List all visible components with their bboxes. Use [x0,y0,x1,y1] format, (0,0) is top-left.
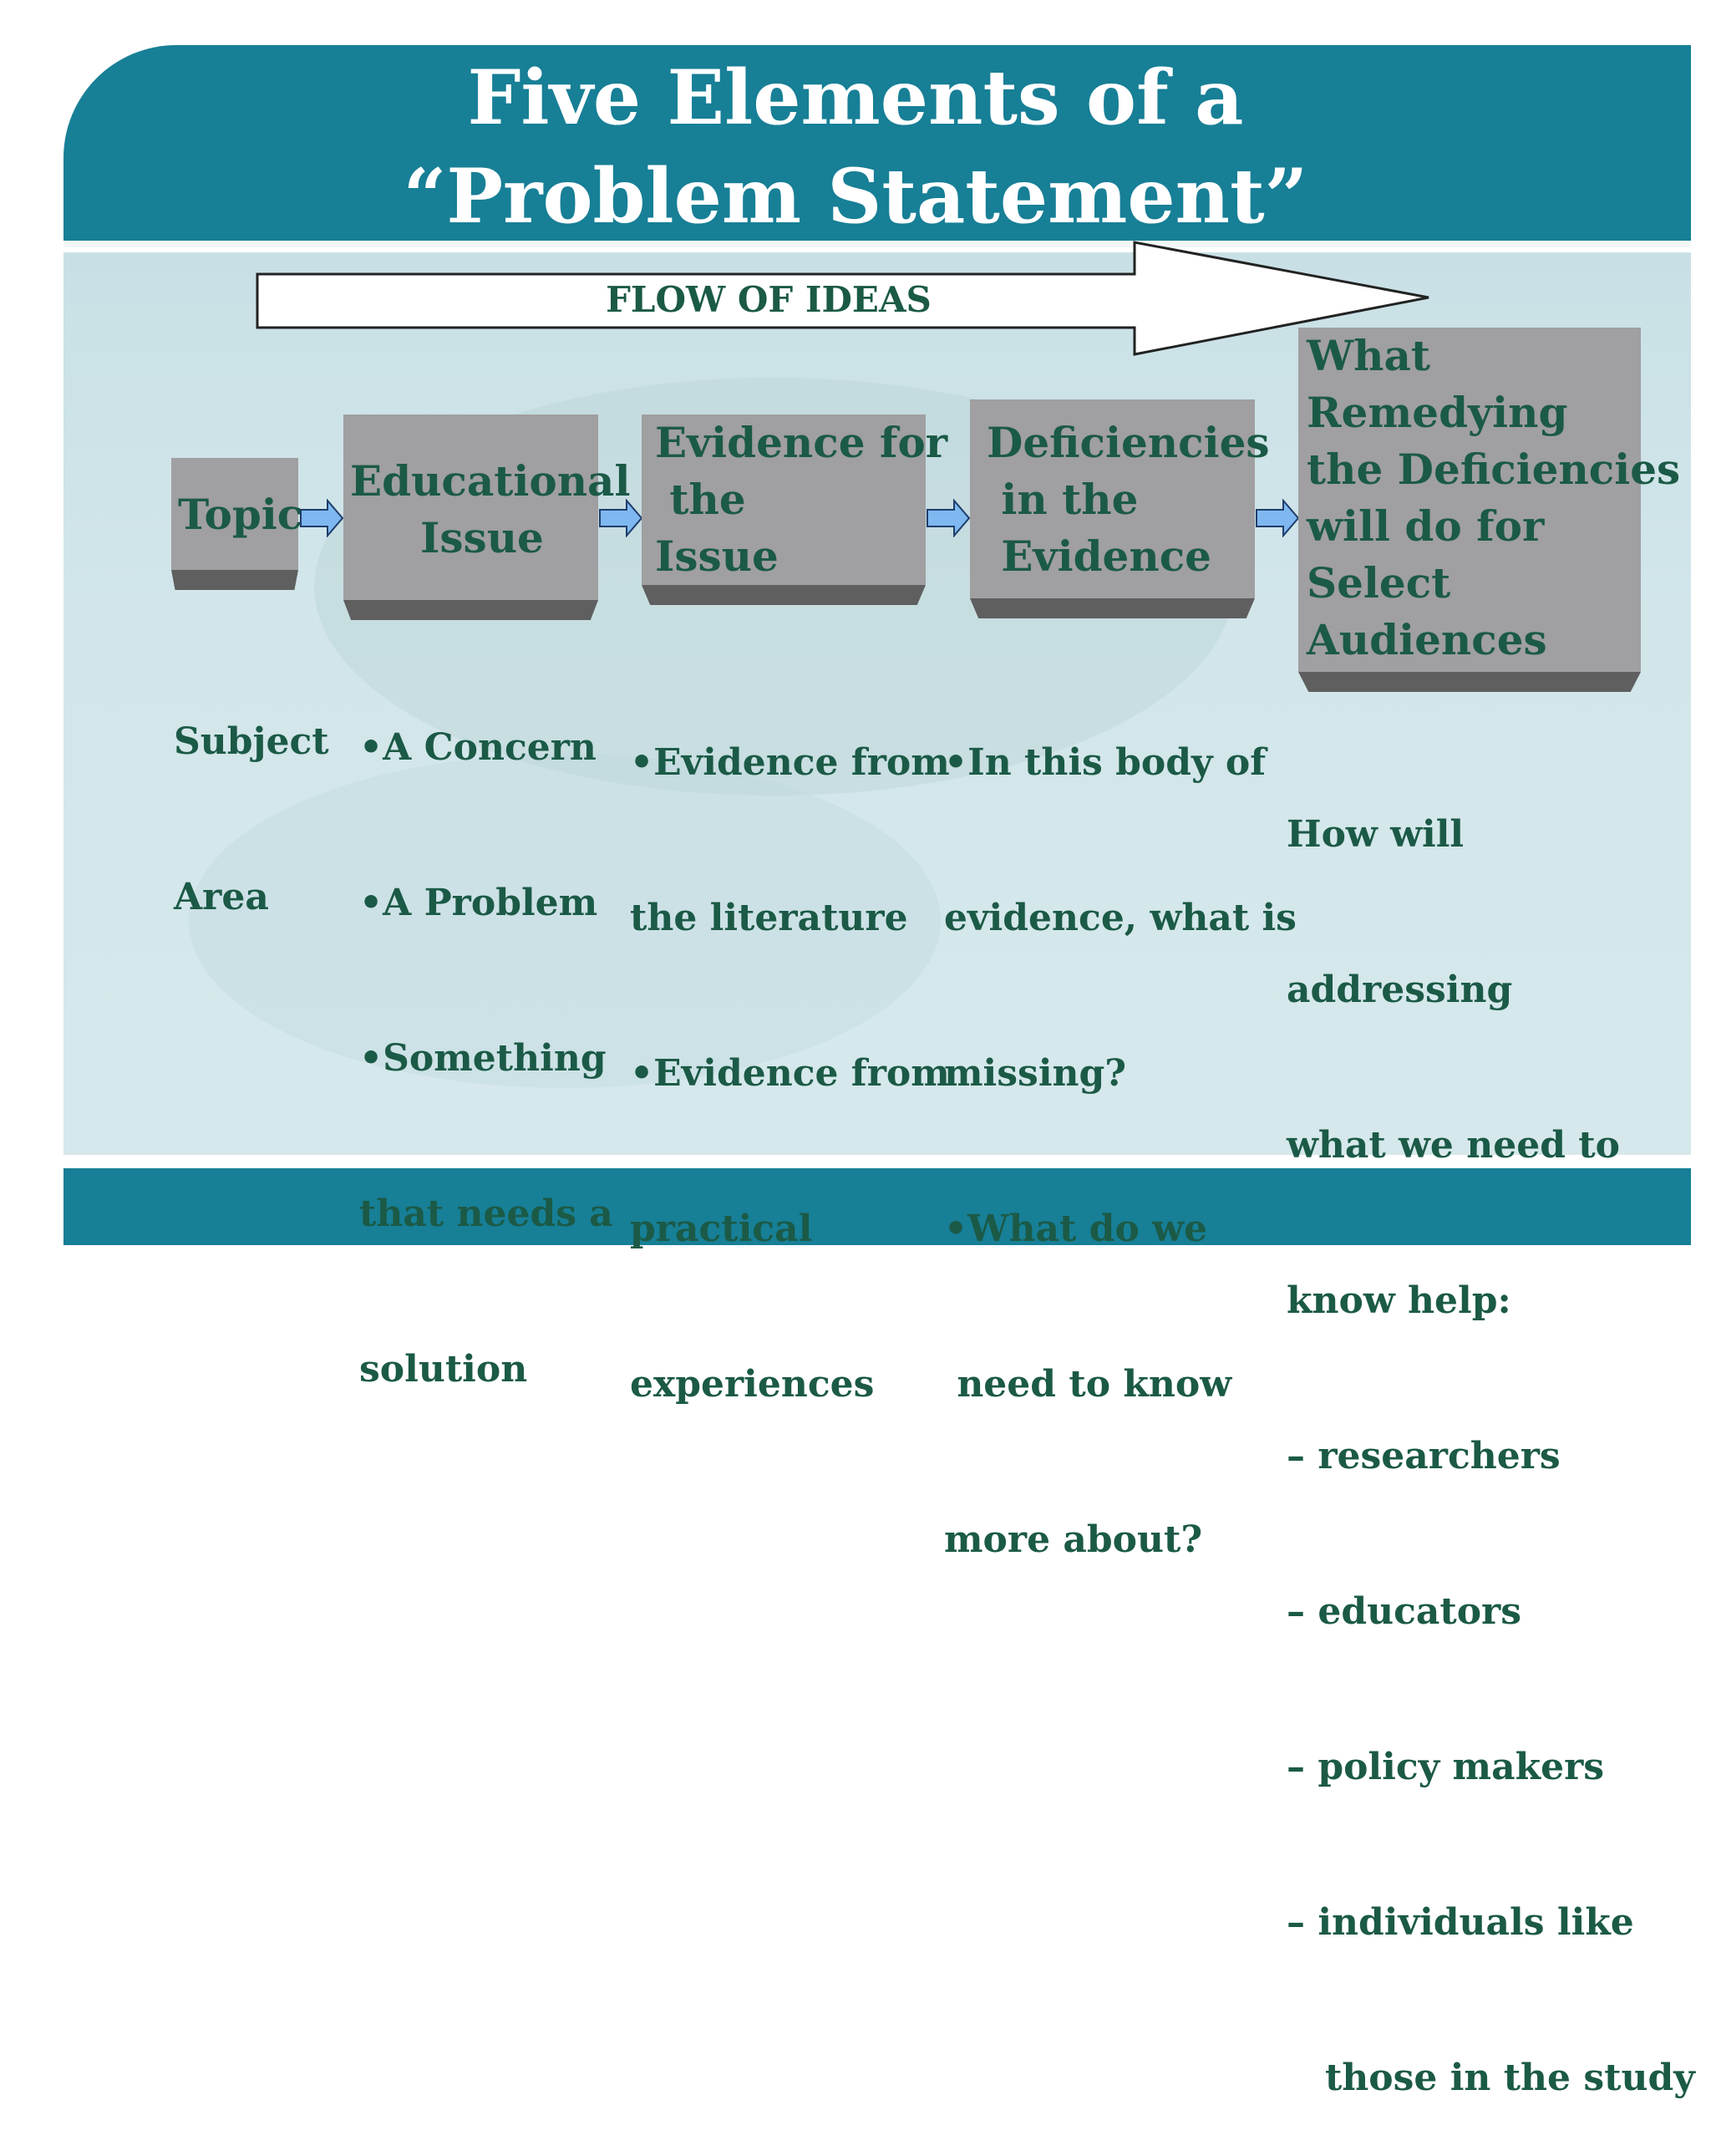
description-line: •A Problem [359,882,598,924]
description-line: need to know [944,1363,1232,1406]
element-box-evidence: Evidence for the Issue [642,414,947,605]
element-description-remedying: How will addressing what we need to know… [1287,705,1695,2156]
box-label: Evidence [987,531,1211,581]
description-line: evidence, what is [944,897,1297,939]
element-box-topic: Topic [171,458,302,590]
description-line: How will [1287,813,1465,856]
box-label: will do for [1307,501,1545,551]
description-line: •What do we [944,1208,1207,1250]
footer-banner [63,1168,1691,1245]
connector-arrow-1 [300,499,344,537]
box-label: in the [987,475,1139,524]
box-label: Issue [655,531,779,581]
footer-divider [63,1155,1691,1167]
box-label: the [655,475,746,524]
box-label: Remedying [1307,388,1568,437]
title-banner [63,45,1691,241]
description-line: •Evidence from [630,741,950,784]
description-line: •A Concern [359,726,597,769]
element-description-deficiencies: •In this body of evidence, what is missi… [944,633,1297,1618]
box-label: What [1307,331,1430,380]
description-line: – researchers [1287,1435,1561,1477]
description-line: Area [174,876,269,918]
element-box-deficiencies: Deficiencies in the Evidence [970,399,1270,618]
description-line: – policy makers [1287,1746,1605,1788]
description-line: Subject [174,720,329,763]
element-box-educational-issue: Educational Issue [343,414,630,620]
description-line: more about? [944,1518,1203,1561]
title-line-1: Five Elements of a [467,53,1244,142]
box-label: Audiences [1307,615,1547,664]
box-label: the Deficiencies [1307,445,1681,494]
box-label: Topic [178,490,303,539]
connector-arrow-2 [599,499,643,537]
slide-title: Five Elements of a “Problem Statement” [0,48,1711,246]
box-label: Evidence for [655,418,948,467]
description-line: practical [630,1208,813,1250]
background-shading [189,754,941,1088]
title-line-2: “Problem Statement” [403,152,1308,241]
box-label: Issue [420,513,544,562]
box-bevel [171,570,298,590]
description-line: experiences [630,1363,875,1406]
box-bevel [642,585,926,605]
flow-of-ideas-label: FLOW OF IDEAS [606,279,932,320]
box-label: Select [1307,558,1451,608]
description-line: •Something [359,1037,607,1080]
description-line: what we need to [1287,1124,1620,1167]
connector-arrow-4 [1256,499,1300,537]
box-label: Deficiencies [987,418,1270,467]
flow-arrow [256,241,1429,356]
description-line: that needs a [359,1192,613,1235]
connector-arrow-3 [927,499,971,537]
description-line: the literature [630,897,908,939]
description-line: – educators [1287,1590,1521,1633]
description-line: addressing [1287,969,1513,1011]
box-bevel [343,600,598,620]
description-line: know help: [1287,1279,1511,1322]
element-description-topic: Subject Area [174,613,329,975]
description-line: those in the study [1287,2057,1695,2099]
description-line: •Evidence from [630,1052,950,1095]
box-bevel [1298,672,1641,692]
element-description-evidence: •Evidence from the literature •Evidence … [630,633,950,1462]
header-divider [63,241,1691,247]
description-line: – individuals like [1287,1901,1634,1944]
element-description-educational-issue: •A Concern •A Problem •Something that ne… [359,618,613,1447]
box-label: Educational [350,456,631,506]
description-line: •In this body of [944,741,1267,784]
description-line: solution [359,1348,528,1391]
box-bevel [970,598,1255,618]
description-line: missing? [944,1052,1127,1095]
element-box-remedying: What Remedying the Deficiencies will do … [1298,328,1680,692]
